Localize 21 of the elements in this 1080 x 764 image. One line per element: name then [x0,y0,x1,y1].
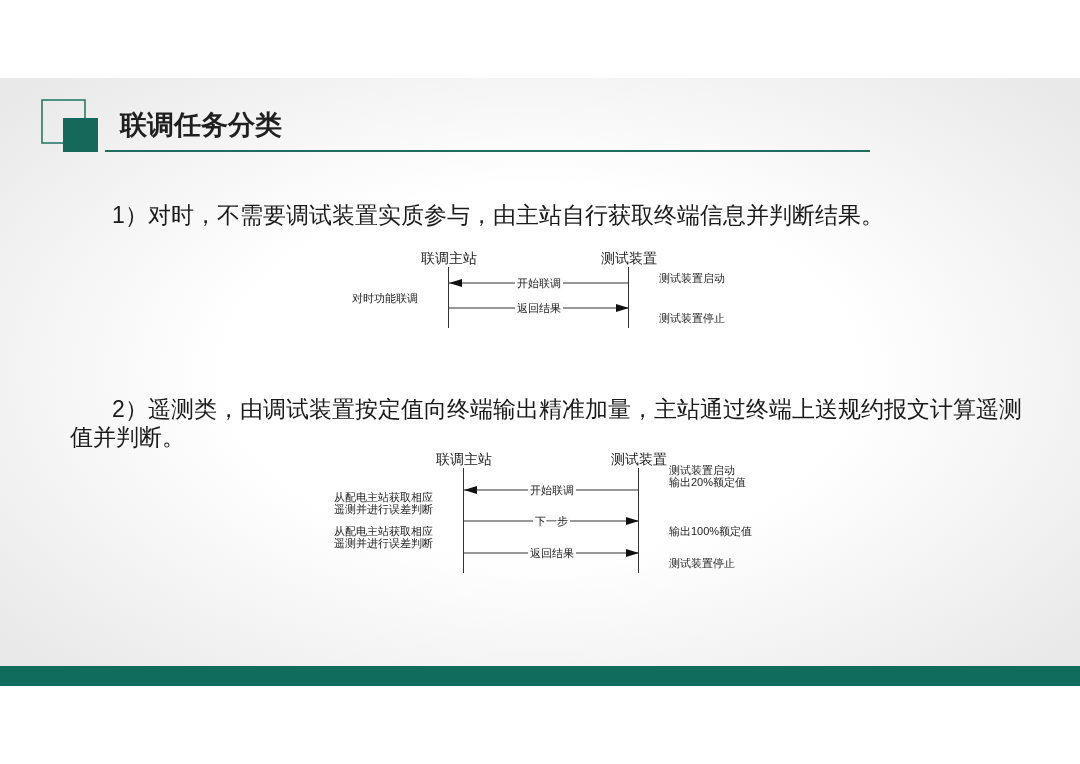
body-text: 1）对时，不需要调试装置实质参与，由主站自行获取终端信息并判断结果。 [112,201,885,230]
lifeline-label: 测试装置 [611,452,667,467]
slide-title: 联调任务分类 [120,109,282,142]
edge-label: 开始联调 [527,484,576,496]
note-text: 输出20%额定值 [669,476,748,488]
lifeline-label: 联调主站 [436,452,492,467]
note-text: 从配电主站获取相应遥测并进行误差判断 [334,491,434,515]
note-text: 测试装置启动 [669,464,735,476]
edge-label: 开始联调 [515,277,563,289]
body-text: 2）遥测类，由调试装置按定值向终端输出精准加量，主站通过终端上送规约报文计算遥测值并判断。 [70,395,1023,451]
lifeline-label: 联调主站 [421,251,477,266]
lifeline-label: 测试装置 [601,251,657,266]
note-text: 输出100%额定值 [669,525,754,537]
note-text: 对时功能联调 [352,292,419,304]
note-text: 测试装置启动 [659,272,726,284]
note-text: 从配电主站获取相应遥测并进行误差判断 [334,525,434,549]
edge-label: 下一步 [533,515,570,527]
note-text: 测试装置停止 [669,557,736,569]
edge-label: 返回结果 [527,547,576,559]
note-text: 测试装置停止 [659,312,726,324]
edge-label: 返回结果 [515,302,563,314]
